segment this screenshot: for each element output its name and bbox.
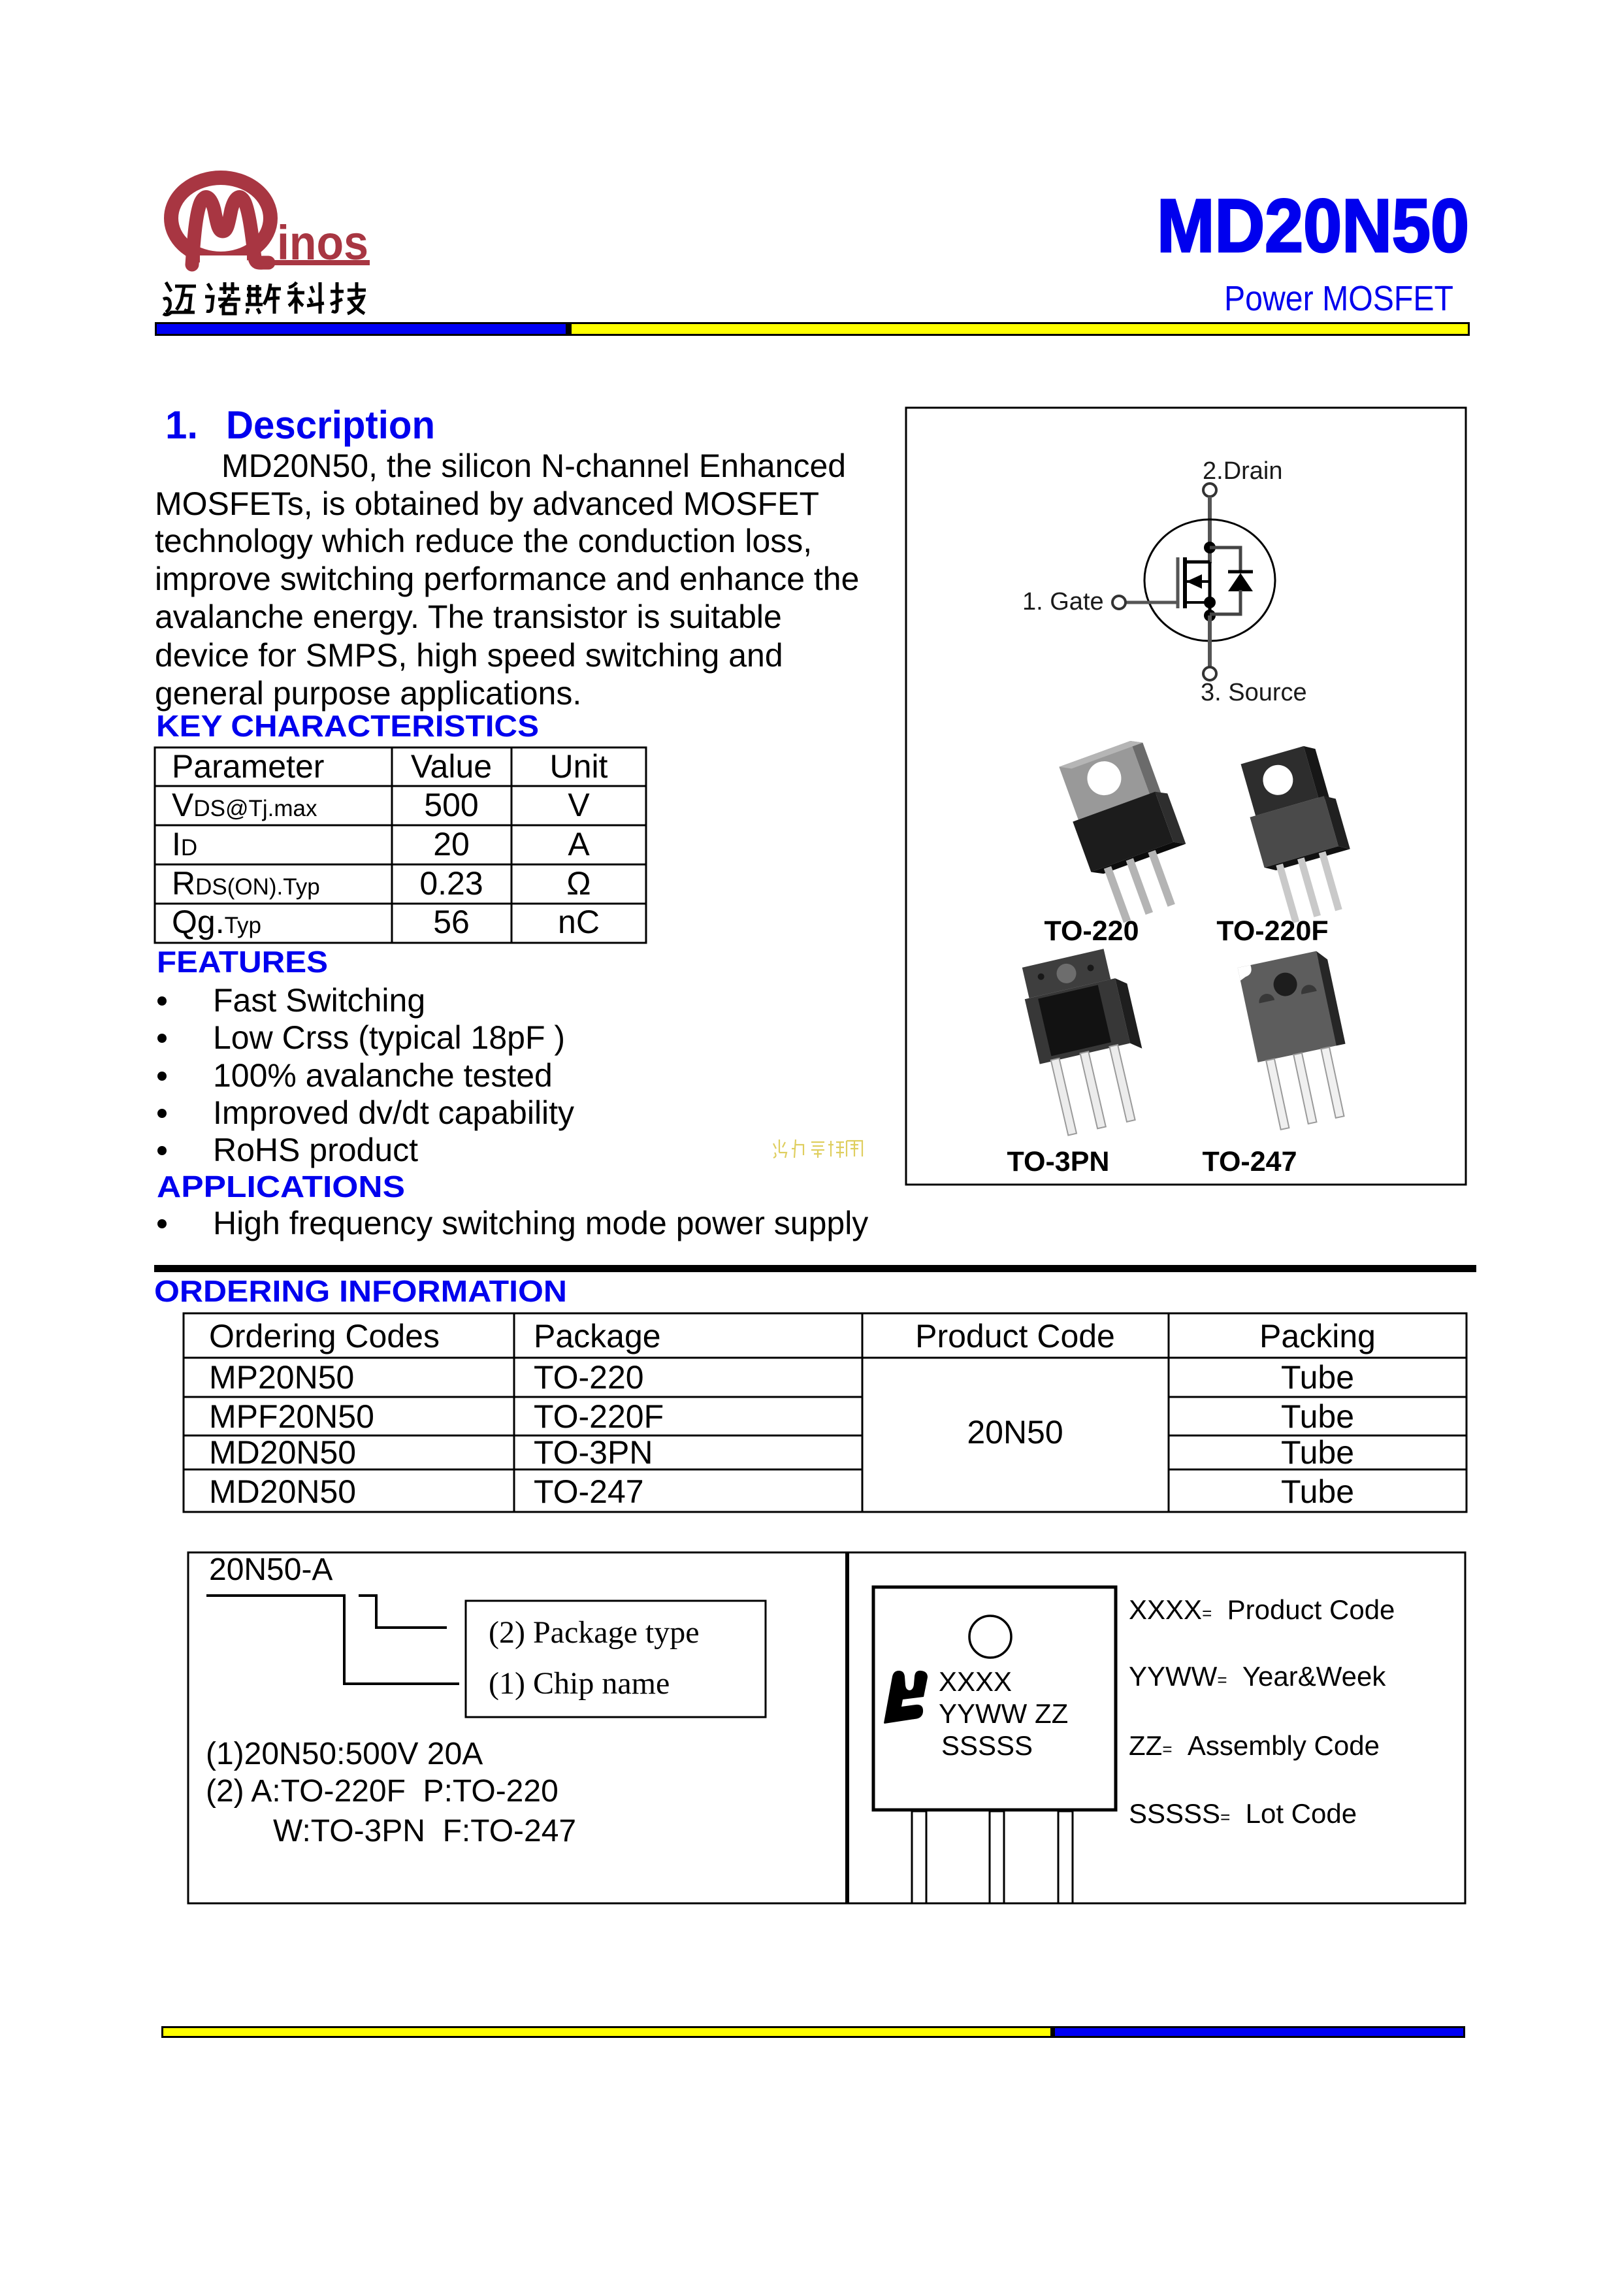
svg-text:100% avalanche tested: 100% avalanche tested bbox=[213, 1057, 553, 1094]
svg-text:SSSSS= Lot Code: SSSSS= Lot Code bbox=[1129, 1798, 1357, 1829]
svg-text:Improved dv/dt capability: Improved dv/dt capability bbox=[213, 1094, 574, 1131]
svg-text:MD20N50: MD20N50 bbox=[1157, 184, 1469, 268]
svg-text:Ω: Ω bbox=[566, 865, 591, 902]
svg-text:KEY CHARACTERISTICS: KEY CHARACTERISTICS bbox=[156, 709, 539, 743]
svg-text:W:TO-3PN F:TO-247: W:TO-3PN F:TO-247 bbox=[273, 1814, 576, 1848]
svg-text:general purpose applications.: general purpose applications. bbox=[155, 675, 581, 712]
svg-text:Power MOSFET: Power MOSFET bbox=[1224, 279, 1453, 318]
svg-text:SSSSS: SSSSS bbox=[941, 1730, 1033, 1761]
svg-text:Packing: Packing bbox=[1259, 1318, 1376, 1354]
svg-text:APPLICATIONS: APPLICATIONS bbox=[157, 1170, 405, 1204]
svg-text:TO-3PN: TO-3PN bbox=[534, 1434, 653, 1471]
svg-text:500: 500 bbox=[424, 787, 478, 823]
svg-text:Product Code: Product Code bbox=[915, 1318, 1115, 1354]
svg-text:MD20N50: MD20N50 bbox=[209, 1473, 356, 1510]
svg-text:(2) Package type: (2) Package type bbox=[489, 1615, 700, 1650]
svg-text:Low Crss (typical 18pF ): Low Crss (typical 18pF ) bbox=[213, 1019, 565, 1056]
svg-text:MPF20N50: MPF20N50 bbox=[209, 1398, 374, 1435]
svg-text:(2) A:TO-220F P:TO-220: (2) A:TO-220F P:TO-220 bbox=[206, 1774, 559, 1809]
svg-text:2.Drain: 2.Drain bbox=[1203, 457, 1283, 485]
svg-text:TO-220: TO-220 bbox=[1045, 915, 1139, 947]
svg-text:A: A bbox=[568, 826, 590, 862]
svg-text:Tube: Tube bbox=[1281, 1434, 1354, 1471]
svg-text:Unit: Unit bbox=[550, 748, 608, 785]
svg-text:Value: Value bbox=[411, 748, 492, 785]
svg-text:MD20N50: MD20N50 bbox=[209, 1434, 356, 1471]
svg-text:FEATURES: FEATURES bbox=[157, 945, 328, 979]
svg-text:Tube: Tube bbox=[1281, 1398, 1354, 1435]
svg-text:device for SMPS, high speed sw: device for SMPS, high speed switching an… bbox=[155, 637, 783, 674]
svg-text:ORDERING INFORMATION: ORDERING INFORMATION bbox=[154, 1274, 567, 1308]
svg-text:20: 20 bbox=[433, 826, 470, 862]
svg-text:avalanche energy. The transist: avalanche energy. The transistor is suit… bbox=[155, 599, 782, 635]
svg-text:nC: nC bbox=[558, 904, 600, 940]
svg-text:YYWW ZZ: YYWW ZZ bbox=[939, 1698, 1068, 1729]
svg-text:3. Source: 3. Source bbox=[1201, 679, 1307, 706]
svg-text:technology which reduce the co: technology which reduce the conduction l… bbox=[155, 523, 812, 559]
svg-text:TO-220: TO-220 bbox=[534, 1359, 644, 1396]
svg-text:TO-3PN: TO-3PN bbox=[1007, 1146, 1110, 1177]
svg-text:YYWW= Year&Week: YYWW= Year&Week bbox=[1129, 1661, 1386, 1692]
svg-text:Description: Description bbox=[226, 403, 435, 447]
svg-text:TO-247: TO-247 bbox=[1203, 1146, 1297, 1177]
svg-text:MP20N50: MP20N50 bbox=[209, 1359, 354, 1396]
svg-text:XXXX= Product Code: XXXX= Product Code bbox=[1129, 1594, 1395, 1625]
svg-text:MD20N50, the silicon N-channel: MD20N50, the silicon N-channel Enhanced bbox=[221, 448, 846, 484]
svg-text:TO-247: TO-247 bbox=[534, 1473, 644, 1510]
svg-text:XXXX: XXXX bbox=[939, 1666, 1012, 1697]
svg-text:Ordering Codes: Ordering Codes bbox=[209, 1318, 440, 1354]
svg-text:improve switching performance: improve switching performance and enhanc… bbox=[155, 561, 859, 597]
svg-text:MOSFETs, is obtained by advanc: MOSFETs, is obtained by advanced MOSFET bbox=[155, 485, 819, 522]
svg-text:1. Gate: 1. Gate bbox=[1022, 588, 1104, 615]
svg-text:Package: Package bbox=[534, 1318, 661, 1354]
svg-text:20N50-A: 20N50-A bbox=[209, 1552, 332, 1587]
svg-text:RoHS product: RoHS product bbox=[213, 1132, 418, 1168]
svg-text:(1)20N50:500V 20A: (1)20N50:500V 20A bbox=[206, 1737, 483, 1771]
svg-text:(1) Chip name: (1) Chip name bbox=[489, 1666, 670, 1701]
svg-text:TO-220F: TO-220F bbox=[534, 1398, 664, 1435]
svg-text:0.23: 0.23 bbox=[419, 865, 483, 902]
svg-text:1.: 1. bbox=[165, 403, 198, 447]
svg-text:TO-220F: TO-220F bbox=[1216, 915, 1328, 947]
svg-text:High frequency switching mode: High frequency switching mode power supp… bbox=[213, 1205, 868, 1241]
svg-text:Tube: Tube bbox=[1281, 1473, 1354, 1510]
svg-text:56: 56 bbox=[433, 904, 470, 940]
svg-text:Parameter: Parameter bbox=[172, 748, 324, 785]
svg-text:20N50: 20N50 bbox=[967, 1414, 1063, 1451]
svg-text:Fast Switching: Fast Switching bbox=[213, 982, 425, 1019]
svg-text:V: V bbox=[568, 787, 590, 823]
svg-text:Tube: Tube bbox=[1281, 1359, 1354, 1396]
